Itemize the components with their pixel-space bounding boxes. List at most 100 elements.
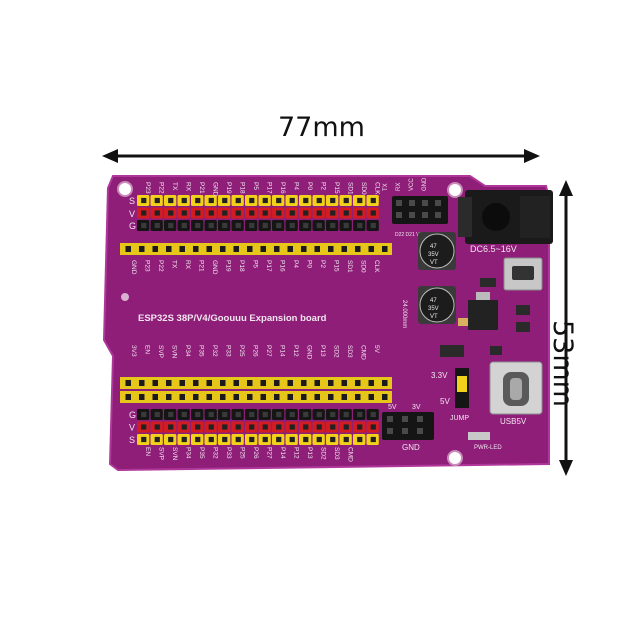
- pin-label: SD2: [320, 447, 327, 460]
- header-pin: [435, 200, 441, 206]
- svg-text:47: 47: [430, 244, 437, 250]
- pin-label: EN: [144, 345, 151, 354]
- pin-label: GND: [306, 345, 313, 360]
- pin-label: CLK: [373, 260, 380, 273]
- header-pin: [435, 212, 441, 218]
- bottom-female-header-2: [120, 391, 392, 403]
- pin-label: P23: [144, 260, 151, 272]
- row-letter-label: V: [129, 209, 135, 219]
- svg-text:35V: 35V: [428, 306, 439, 312]
- svg-text:VT: VT: [430, 260, 438, 266]
- pin-label: GND: [211, 260, 218, 275]
- pin-label: P26: [252, 447, 259, 459]
- pin-label: GND: [212, 182, 219, 197]
- header-pin: [417, 416, 423, 422]
- pin-label: P23: [144, 182, 151, 194]
- usb-voltage-label: USB5V: [500, 417, 527, 426]
- pin-label: P35: [198, 447, 205, 459]
- v5-label: 5V: [440, 397, 450, 406]
- pin-label: P0: [306, 182, 313, 190]
- pin-label: SD0: [360, 260, 367, 273]
- pin-label: SVP: [157, 345, 164, 358]
- row-letter-label: G: [129, 410, 136, 420]
- pin-label: EN: [144, 447, 151, 456]
- mounting-hole: [447, 450, 463, 466]
- pin-label: P22: [158, 182, 165, 194]
- pin-label: P19: [225, 260, 232, 272]
- voltage-regulator: [468, 292, 498, 330]
- row-letter-label: V: [129, 423, 135, 433]
- row-letter-label: G: [129, 221, 136, 231]
- pin-label: SVN: [171, 345, 178, 359]
- width-dimension-arrow: [102, 149, 540, 163]
- capacitor: 47 35V VT: [418, 286, 456, 324]
- width-dimension-label: 77mm: [278, 112, 365, 143]
- pin-label: P33: [225, 447, 232, 459]
- pin-label: P26: [252, 345, 259, 357]
- dc-voltage-label: DC6.5~16V: [470, 244, 517, 254]
- serial-pin-label: RX: [396, 183, 402, 191]
- pin-label: P34: [185, 447, 192, 459]
- pin-label: P19: [225, 182, 232, 194]
- header-pin: [409, 200, 415, 206]
- pin-label: CMD: [347, 447, 354, 462]
- header-pin: [387, 428, 393, 434]
- serial-header: D22 D21 VDD GND: [392, 196, 448, 238]
- pin-label: P15: [333, 260, 340, 272]
- pin-label: P5: [252, 260, 259, 268]
- svg-text:47: 47: [430, 298, 437, 304]
- pin-label: P0: [306, 260, 313, 268]
- pin-label: P18: [239, 182, 246, 194]
- header-pin: [396, 212, 402, 218]
- pin-label: P18: [238, 260, 245, 272]
- bottom-color-header: [137, 409, 379, 445]
- power-led-label: PWR-LED: [474, 445, 502, 451]
- pin-label: SD1: [347, 182, 354, 195]
- pin-label: P13: [306, 447, 313, 459]
- pin-label: SVP: [158, 447, 165, 460]
- pin-label: P32: [212, 447, 219, 459]
- pin-label: SD3: [346, 345, 353, 358]
- pin-label: 3V3: [130, 345, 137, 357]
- pin-label: SVN: [171, 447, 178, 461]
- crystal-label: 24.000mm: [401, 300, 407, 328]
- pin-label: P35: [198, 345, 205, 357]
- capacitor: 47 35V VT: [418, 232, 456, 270]
- serial-sub-label: D22 D21 VDD GND: [395, 232, 440, 238]
- pin-label: P2: [320, 182, 327, 190]
- v33-label: 3.3V: [431, 371, 448, 380]
- pin-label: CMD: [360, 345, 367, 360]
- pin-label: P17: [265, 260, 272, 272]
- board-title: ESP32S 38P/V4/Goouuu Expansion board: [138, 313, 327, 324]
- pin-label: CLK: [374, 182, 381, 195]
- pin-label: P4: [293, 182, 300, 190]
- pin-label: P25: [239, 447, 246, 459]
- power-5v-label: 5V: [388, 404, 397, 411]
- pin-label: GND: [130, 260, 137, 275]
- pin-label: RX: [185, 182, 192, 192]
- pin-label: P15: [333, 182, 340, 194]
- pin-label: P16: [279, 182, 286, 194]
- height-dimension-arrow: [559, 180, 573, 476]
- row-letter-label: S: [129, 435, 135, 445]
- usb-c-port: [489, 361, 543, 415]
- pin-label: 5V: [373, 345, 380, 354]
- top-color-header: [137, 195, 379, 231]
- top-female-header: [120, 243, 392, 255]
- pin-label: SD0: [360, 182, 367, 195]
- via: [121, 293, 129, 301]
- mounting-hole: [447, 182, 463, 198]
- pin-label: P27: [266, 447, 273, 459]
- pin-label: TX: [171, 260, 178, 269]
- pin-label: P2: [319, 260, 326, 268]
- header-pin: [402, 428, 408, 434]
- pin-label: P4: [292, 260, 299, 268]
- serial-pin-label: GND: [422, 177, 428, 191]
- header-pin: [422, 212, 428, 218]
- pin-label: SD2: [333, 345, 340, 358]
- pin-label: P33: [225, 345, 232, 357]
- pin-label: P32: [211, 345, 218, 357]
- jump-label: JUMP: [450, 415, 469, 422]
- mounting-hole: [117, 181, 133, 197]
